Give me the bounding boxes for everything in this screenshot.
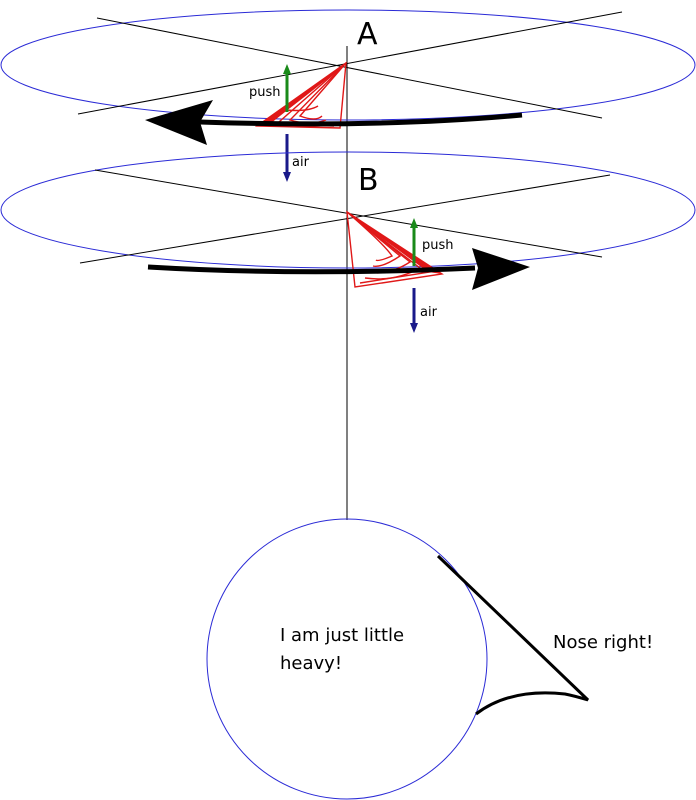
callout-text: Nose right! [553, 632, 653, 653]
rotor-a-push-label: push [249, 85, 281, 100]
rotor-b: push air B [0, 151, 696, 333]
body-circle [206, 518, 488, 800]
rotor-a-rotation-arrow [199, 112, 523, 127]
rotor-b-push-label: push [422, 238, 454, 253]
callout: Nose right! [436, 554, 653, 716]
speech-line-2: heavy! [280, 653, 342, 674]
rotor-a: push air A [0, 9, 696, 182]
rotor-a-arrowhead [145, 100, 213, 145]
rotor-a-axis-1 [96, 17, 603, 119]
body: I am just little heavy! [206, 518, 488, 800]
rotor-b-air-arrowhead [410, 323, 418, 333]
speech-line-1: I am just little [280, 625, 404, 646]
rotor-b-push-arrowhead [410, 218, 418, 228]
rotor-a-axis-2 [77, 11, 623, 115]
rotor-b-disc [0, 151, 696, 269]
rotor-b-rotation-arrow [147, 264, 476, 275]
rotor-b-label: B [358, 163, 379, 198]
rotor-a-disc [0, 9, 696, 121]
callout-tail [436, 554, 590, 716]
rotor-b-arrowhead [472, 248, 530, 290]
rotor-a-label: A [357, 17, 378, 52]
rotor-a-air-arrowhead [283, 172, 291, 182]
rotor-b-axis-2 [79, 174, 611, 264]
rotor-a-air-label: air [292, 155, 310, 170]
rotor-a-push-arrowhead [283, 64, 291, 74]
rotor-b-air-label: air [420, 305, 438, 320]
